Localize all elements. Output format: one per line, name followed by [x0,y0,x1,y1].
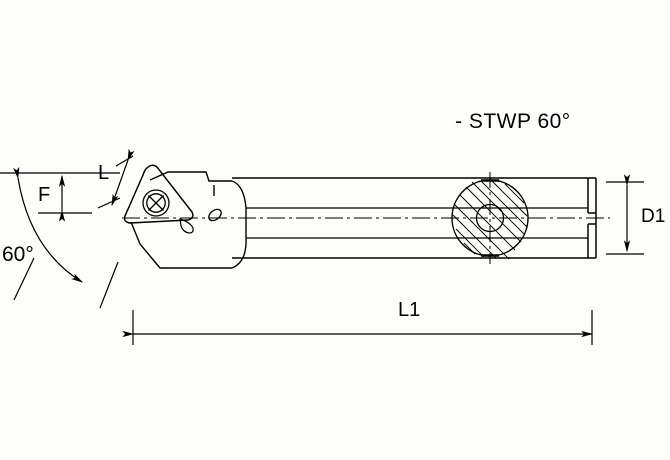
dimension-label-angle: 60° [2,243,34,266]
coolant-hole [208,208,222,222]
shank-transition [231,180,247,269]
dim-d1 [606,174,644,255]
dim-l-line [97,148,135,209]
shank-internal-lines [246,207,588,239]
dimension-label-l1: L1 [398,299,421,321]
insert-clamp-detail [179,218,194,234]
section-flat-marks [481,179,499,257]
dimension-label-f: F [38,184,51,206]
dimension-label-d1: D1 [641,206,666,227]
section-hatching [452,180,528,260]
insert-screw-hole [142,189,170,217]
dim-l1 [122,310,594,345]
triangular-insert [123,164,194,224]
drawing-title: - STWP 60° [455,110,571,133]
tool-head-outline [130,171,232,269]
angle-arc [13,166,119,309]
dimension-label-l: L [98,162,110,184]
